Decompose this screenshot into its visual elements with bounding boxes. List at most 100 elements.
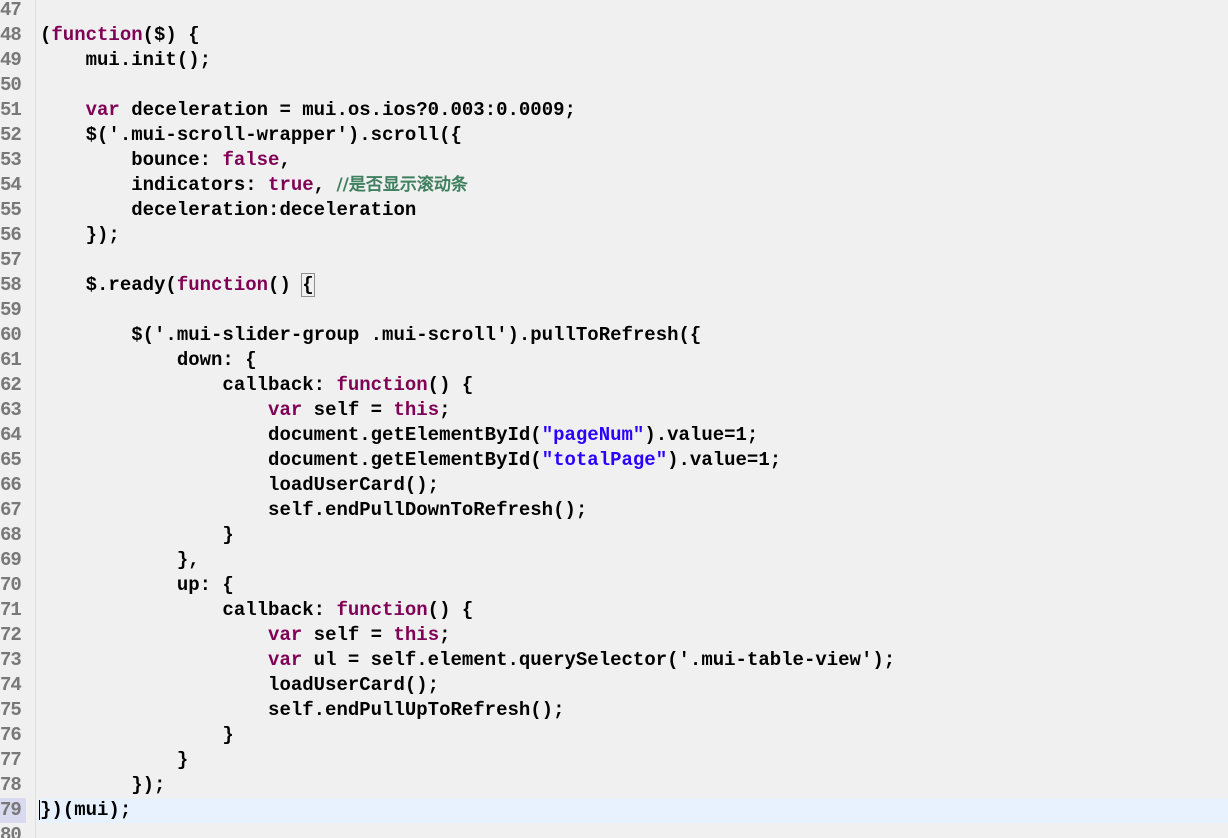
code-line[interactable]: 51 var deceleration = mui.os.ios?0.003:0… [0,98,1228,123]
code-line[interactable]: 80 [0,823,1228,838]
code-text[interactable]: } [38,748,1228,773]
code-line[interactable]: 48(function($) { [0,23,1228,48]
code-token: () { [427,599,474,621]
code-text[interactable]: deceleration:deceleration [38,198,1228,223]
code-text[interactable]: $('.mui-scroll-wrapper').scroll({ [38,123,1228,148]
code-line[interactable]: 59 [0,298,1228,323]
code-line[interactable]: 73 var ul = self.element.querySelector('… [0,648,1228,673]
code-line[interactable]: 75 self.endPullUpToRefresh(); [0,698,1228,723]
line-number: 50 [0,74,22,96]
code-line[interactable]: 78 }); [0,773,1228,798]
code-line[interactable]: 66 loadUserCard(); [0,473,1228,498]
code-text[interactable]: }, [38,548,1228,573]
code-line[interactable]: 63 var self = this; [0,398,1228,423]
code-token [40,624,268,646]
line-number: 60 [0,324,22,346]
string-token: "totalPage" [541,449,668,471]
code-token: document.getElementById( [40,449,542,471]
code-line[interactable]: 69 }, [0,548,1228,573]
line-number: 68 [0,524,22,546]
code-text[interactable] [38,298,1228,323]
code-token: $.ready( [40,274,177,296]
code-line[interactable]: 62 callback: function() { [0,373,1228,398]
code-line[interactable]: 54 indicators: true, //是否显示滚动条 [0,173,1228,198]
code-line[interactable]: 70 up: { [0,573,1228,598]
code-text[interactable]: } [38,723,1228,748]
line-number: 52 [0,124,22,146]
code-line[interactable]: 64 document.getElementById("pageNum").va… [0,423,1228,448]
code-line[interactable]: 65 document.getElementById("totalPage").… [0,448,1228,473]
code-text[interactable]: var self = this; [38,398,1228,423]
code-token: deceleration:deceleration [40,199,417,221]
code-line[interactable]: 49 mui.init(); [0,48,1228,73]
code-text[interactable]: } [38,523,1228,548]
code-token: } [40,524,234,546]
code-token: } [40,724,234,746]
code-text[interactable]: mui.init(); [38,48,1228,73]
line-number: 64 [0,424,22,446]
code-text[interactable]: $.ready(function() { [38,273,1228,298]
code-token: ( [40,24,52,46]
keyword-token: this [393,624,440,646]
code-text[interactable]: indicators: true, //是否显示滚动条 [38,173,1228,198]
line-number: 77 [0,749,22,771]
code-line[interactable]: 57 [0,248,1228,273]
code-token: }); [40,774,166,796]
code-text[interactable]: callback: function() { [38,373,1228,398]
code-text[interactable]: var self = this; [38,623,1228,648]
code-text[interactable]: self.endPullUpToRefresh(); [38,698,1228,723]
code-text[interactable]: var deceleration = mui.os.ios?0.003:0.00… [38,98,1228,123]
code-text[interactable]: loadUserCard(); [38,473,1228,498]
keyword-token: true [268,174,314,196]
line-number: 58 [0,274,22,296]
code-text[interactable]: bounce: false, [38,148,1228,173]
keyword-token: function [336,599,428,621]
code-line[interactable]: 68 } [0,523,1228,548]
code-token: self.endPullDownToRefresh(); [40,499,588,521]
code-text[interactable]: loadUserCard(); [38,673,1228,698]
code-text[interactable]: var ul = self.element.querySelector('.mu… [38,648,1228,673]
code-line[interactable]: 72 var self = this; [0,623,1228,648]
code-line[interactable]: 67 self.endPullDownToRefresh(); [0,498,1228,523]
code-line[interactable]: 53 bounce: false, [0,148,1228,173]
code-text[interactable] [38,0,1228,23]
code-line[interactable]: 77 } [0,748,1228,773]
code-line[interactable]: 79})(mui); [0,798,1228,823]
code-text[interactable]: callback: function() { [38,598,1228,623]
code-token: down: { [40,349,257,371]
code-token: ($) { [142,24,200,46]
code-line[interactable]: 58 $.ready(function() { [0,273,1228,298]
code-text[interactable]: up: { [38,573,1228,598]
code-line[interactable]: 76 } [0,723,1228,748]
code-text[interactable]: self.endPullDownToRefresh(); [38,498,1228,523]
code-text[interactable]: document.getElementById("pageNum").value… [38,423,1228,448]
code-text[interactable] [38,823,1228,838]
code-line[interactable]: 60 $('.mui-slider-group .mui-scroll').pu… [0,323,1228,348]
code-line[interactable]: 61 down: { [0,348,1228,373]
code-line[interactable]: 55 deceleration:deceleration [0,198,1228,223]
code-line[interactable]: 52 $('.mui-scroll-wrapper').scroll({ [0,123,1228,148]
line-number: 67 [0,499,22,521]
code-token: ; [439,399,451,421]
code-text[interactable]: }); [38,223,1228,248]
code-line[interactable]: 47 [0,0,1228,23]
code-token: () { [427,374,474,396]
code-line[interactable]: 50 [0,73,1228,98]
code-token: self = [302,399,394,421]
code-text[interactable]: })(mui); [38,798,1228,823]
code-text[interactable]: down: { [38,348,1228,373]
code-text[interactable]: }); [38,773,1228,798]
line-number: 49 [0,49,22,71]
code-text[interactable]: $('.mui-slider-group .mui-scroll').pullT… [38,323,1228,348]
code-line[interactable]: 56 }); [0,223,1228,248]
keyword-token: var [268,649,303,671]
code-line[interactable]: 74 loadUserCard(); [0,673,1228,698]
code-line[interactable]: 71 callback: function() { [0,598,1228,623]
code-text[interactable] [38,248,1228,273]
keyword-token: false [222,149,280,171]
code-text[interactable] [38,73,1228,98]
code-text[interactable]: (function($) { [38,23,1228,48]
code-text[interactable]: document.getElementById("totalPage").val… [38,448,1228,473]
